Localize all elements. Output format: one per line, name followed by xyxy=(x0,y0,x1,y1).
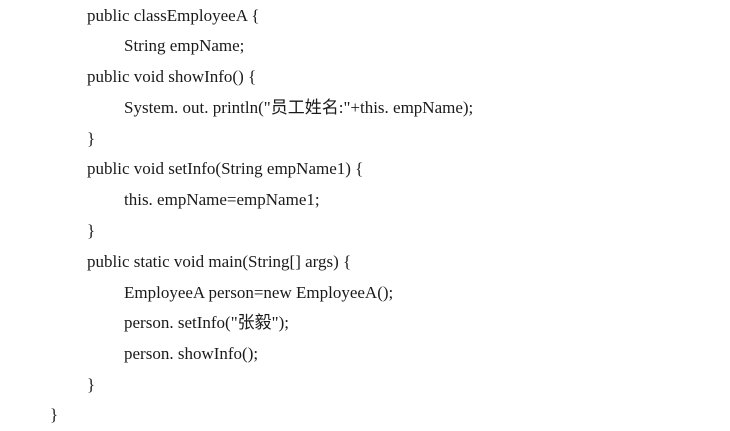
code-line: public void setInfo(String empName1) { xyxy=(87,159,364,178)
code-line: person. showInfo(); xyxy=(124,344,259,363)
code-line: } xyxy=(87,221,96,240)
code-line: this. empName=empName1; xyxy=(124,190,320,209)
code-line: } xyxy=(50,405,59,424)
code-line: public classEmployeeA { xyxy=(87,6,260,25)
code-line: person. setInfo("张毅"); xyxy=(124,313,289,332)
code-line: public void showInfo() { xyxy=(87,67,257,86)
code-line: } xyxy=(87,375,96,394)
code-line: System. out. println("员工姓名:"+this. empNa… xyxy=(124,98,474,117)
code-line: String empName; xyxy=(124,36,245,55)
code-line: } xyxy=(87,129,96,148)
code-line: public static void main(String[] args) { xyxy=(87,252,352,271)
code-line: EmployeeA person=new EmployeeA(); xyxy=(124,283,394,302)
